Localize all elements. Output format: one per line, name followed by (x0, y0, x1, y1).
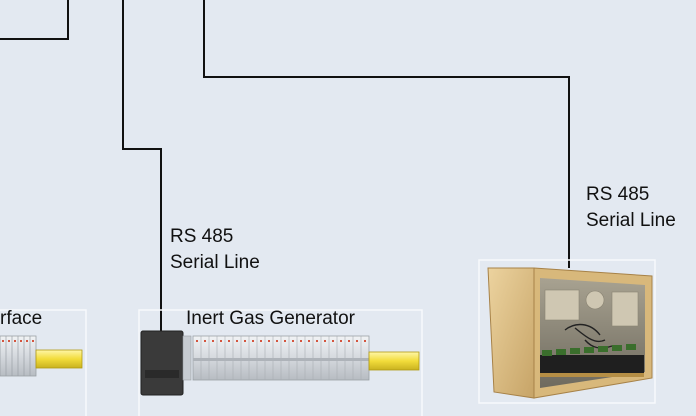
enclosure-device (478, 259, 656, 404)
interface-label: rface (0, 308, 43, 329)
wire-left-partial (0, 0, 69, 40)
open-electrical-enclosure-icon (487, 267, 653, 399)
inert-gas-generator-device (138, 309, 423, 416)
wire-rs485-right (203, 0, 570, 268)
serial-line-right-caption: Serial Line (586, 210, 676, 231)
inert-gas-generator-label: Inert Gas Generator (186, 308, 355, 329)
wire-rs485-left (122, 0, 162, 334)
terminal-block-strip-icon (0, 335, 83, 377)
interface-device (0, 309, 87, 416)
serial-line-left-caption: Serial Line (170, 252, 260, 273)
connector-block (140, 330, 184, 396)
interface-frame (0, 309, 87, 416)
enclosure-frame (478, 259, 656, 404)
serial-line-right-rs485: RS 485 (586, 184, 650, 205)
inert-gas-generator-frame (138, 309, 423, 416)
serial-line-left-rs485: RS 485 (170, 226, 234, 247)
terminal-block-strip-with-connector-icon (140, 330, 420, 396)
